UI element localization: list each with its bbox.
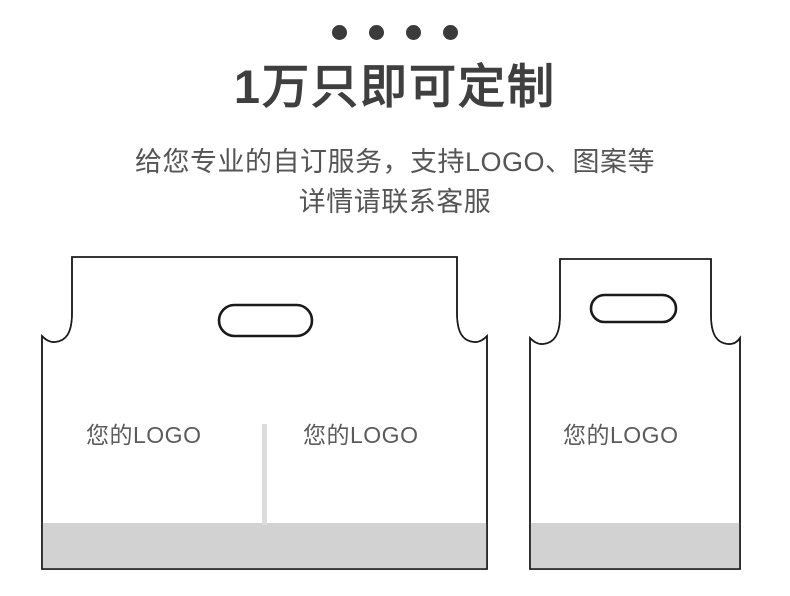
logo-placeholder-label: 您的LOGO — [563, 422, 679, 448]
subtitle-line-2: 详情请联系客服 — [298, 187, 492, 217]
logo-placeholder-label: 您的LOGO — [303, 422, 419, 448]
decorative-dot-icon — [369, 24, 384, 40]
narrow-bag-shape — [529, 258, 741, 570]
wide-bag-bottom-band — [42, 523, 487, 569]
decorative-dot-icon — [332, 24, 347, 40]
page-title: 1万只即可定制 — [233, 60, 557, 113]
page-subtitle: 给您专业的自订服务，支持LOGO、图案等 详情请联系客服 — [0, 142, 790, 222]
decorative-dot-icon — [443, 24, 458, 40]
bag-outlines-svg — [41, 256, 741, 570]
decorative-dot-icon — [406, 24, 421, 40]
bag-illustration-group — [0, 240, 790, 596]
wide-bag-shape — [41, 256, 488, 570]
handle-slot-icon — [589, 293, 678, 324]
subtitle-line-1: 给您专业的自订服务，支持LOGO、图案等 — [134, 147, 656, 177]
narrow-bag-bottom-band — [530, 523, 740, 569]
narrow-bag-outline-overlay — [529, 258, 741, 570]
logo-placeholder-label: 您的LOGO — [86, 422, 202, 448]
wide-bag-outline-overlay — [41, 256, 488, 570]
decorative-dot-row — [0, 18, 790, 46]
handle-slot-icon — [217, 303, 314, 338]
